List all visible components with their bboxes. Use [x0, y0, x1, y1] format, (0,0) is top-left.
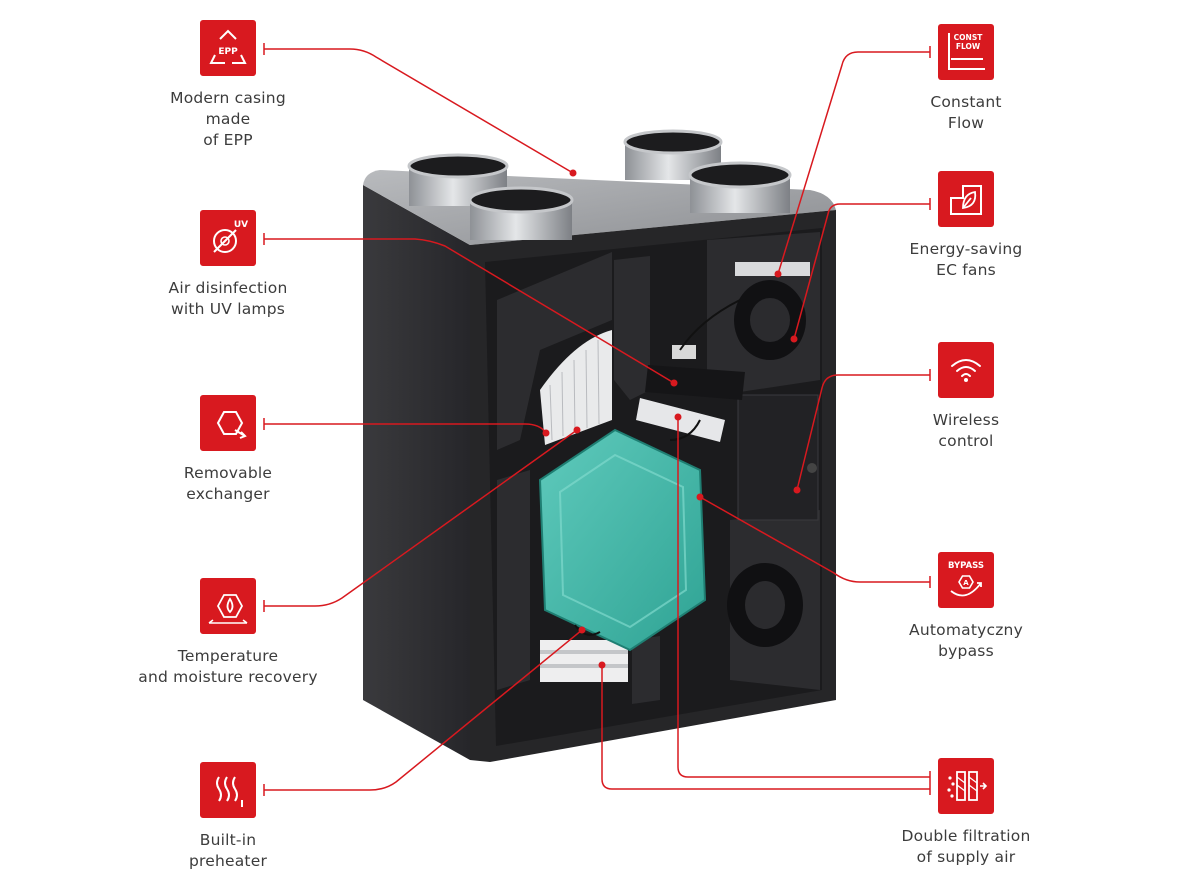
feature-automatic-bypass: BYPASS A Automatyczny bypass — [856, 552, 1076, 662]
feature-label: Double filtration of supply air — [901, 827, 1031, 866]
duct-spigot — [468, 186, 574, 240]
leader-epp — [264, 48, 574, 174]
leader-uv — [264, 238, 675, 384]
const-flow-icon: CONST FLOW — [938, 24, 994, 80]
moisture-recovery-icon — [200, 578, 256, 634]
leader-bypass — [699, 496, 930, 583]
badge-text: UV — [234, 220, 248, 230]
feature-double-filtration: Double filtration of supply air — [856, 758, 1076, 868]
unit-body — [363, 129, 836, 762]
feature-label: Temperature and moisture recovery — [138, 647, 318, 686]
upper-filter — [636, 398, 725, 442]
leader-recovery — [264, 429, 578, 607]
control-module — [737, 394, 819, 521]
ec-fan-upper — [734, 262, 810, 360]
feature-epp-casing: EPP Modern casing made of EPP — [118, 20, 338, 151]
feature-label: Air disinfection with UV lamps — [168, 279, 288, 318]
badge-text: BYPASS — [948, 561, 984, 571]
callout-end-ticks — [263, 43, 931, 796]
feature-label: Removable exchanger — [183, 464, 273, 503]
feature-temperature-moisture-recovery: Temperature and moisture recovery — [118, 578, 338, 688]
badge-text-flow: FLOW — [956, 42, 981, 51]
feature-energy-saving-ec-fans: Energy-saving EC fans — [856, 171, 1076, 281]
recycle-epp-icon: EPP — [200, 20, 256, 76]
heat-exchanger — [538, 428, 707, 652]
leaf-energy-icon — [938, 171, 994, 227]
filter-icon — [938, 758, 994, 814]
leader-constflow — [777, 51, 930, 275]
feature-built-in-preheater: Built-in preheater — [118, 762, 338, 872]
uv-lamp-icon: UV — [200, 210, 256, 266]
ec-fan-lower — [727, 563, 803, 647]
supply-filter — [540, 330, 612, 445]
lower-filter — [540, 640, 628, 682]
hexagon-exchanger-icon — [200, 395, 256, 451]
badge-text-const: CONST — [954, 33, 984, 42]
feature-label: Automatyczny bypass — [909, 621, 1023, 660]
feature-label: Built-in preheater — [188, 831, 268, 870]
feature-label: Energy-saving EC fans — [909, 240, 1023, 279]
leader-wireless — [796, 374, 930, 491]
wiring — [574, 299, 741, 636]
leader-filtration-b — [601, 665, 930, 790]
duct-spigot — [688, 161, 792, 213]
heat-waves-icon — [200, 762, 256, 818]
feature-uv-disinfection: UV Air disinfection with UV lamps — [118, 210, 338, 320]
feature-removable-exchanger: Removable exchanger — [118, 395, 338, 505]
feature-wireless-control: Wireless control — [856, 342, 1076, 452]
badge-letter: A — [963, 579, 969, 587]
badge-text: EPP — [218, 47, 238, 57]
feature-label: Wireless control — [932, 411, 1000, 450]
leader-filtration-a — [677, 417, 930, 778]
feature-label: Modern casing made of EPP — [170, 89, 286, 149]
bypass-icon: BYPASS A — [938, 552, 994, 608]
callout-dots — [542, 169, 801, 669]
leader-preheater — [264, 629, 583, 791]
leader-ecfans — [793, 203, 930, 340]
feature-constant-flow: CONST FLOW Constant Flow — [856, 24, 1076, 134]
uv-lamp-block — [645, 345, 745, 400]
feature-label: Constant Flow — [930, 93, 1002, 132]
wifi-icon — [938, 342, 994, 398]
